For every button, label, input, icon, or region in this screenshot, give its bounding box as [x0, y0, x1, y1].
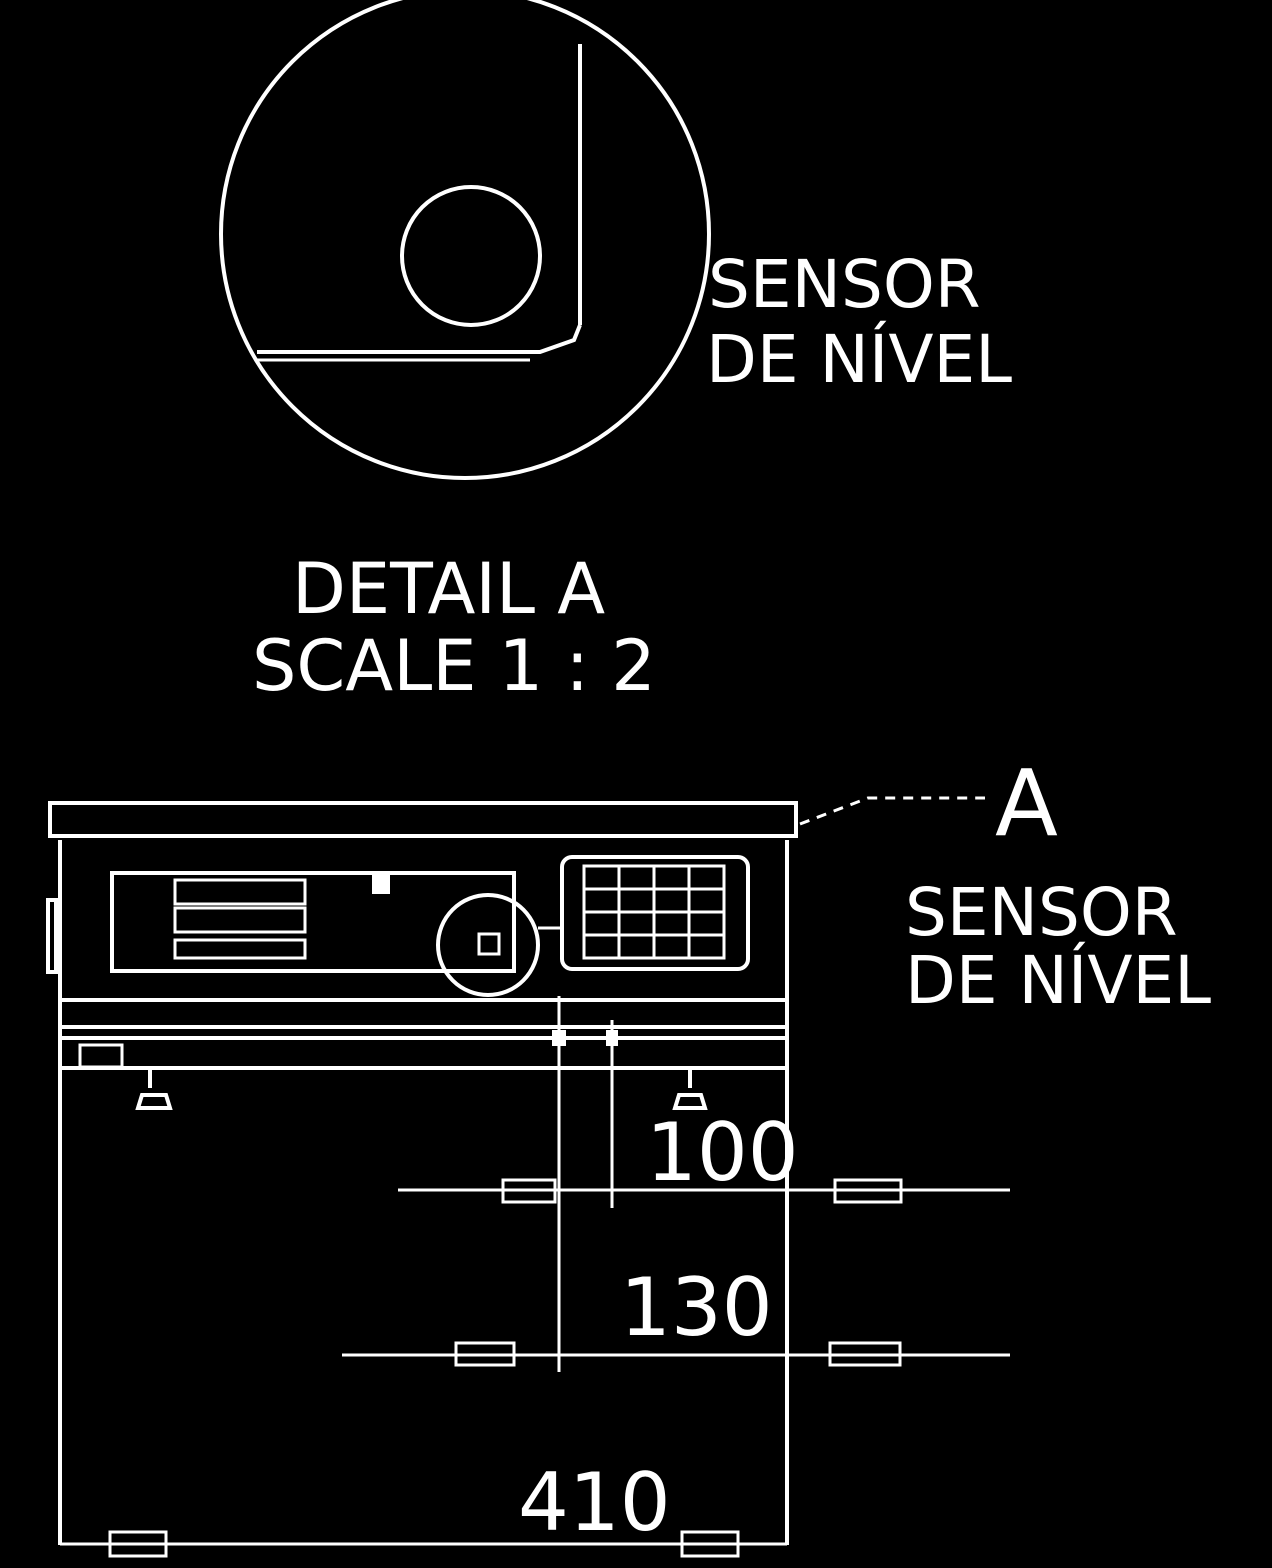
right-foot	[672, 1068, 708, 1110]
detail-a-leader	[799, 796, 985, 826]
left-small-bracket	[78, 1043, 124, 1069]
dim-100-arrow-right	[833, 1178, 903, 1204]
left-side-tab	[46, 898, 58, 974]
tank-corner-edge	[257, 324, 582, 354]
dim-410-arrow-left	[108, 1530, 168, 1558]
dim-130-arrow-right	[828, 1341, 902, 1367]
detail-sensor-label-line2: DE NÍVEL	[706, 320, 1012, 398]
control-panel-outline	[110, 871, 516, 973]
main-sensor-label-line2: DE NÍVEL	[905, 941, 1211, 1019]
top-lid	[48, 801, 798, 838]
level-sensor-circle	[400, 185, 542, 327]
panel-slot-3	[173, 938, 307, 960]
detail-a-view: SENSOR DE NÍVEL	[219, 0, 1012, 480]
left-foot	[135, 1068, 173, 1110]
dimension-410: 410	[60, 1456, 787, 1558]
keypad-outline	[560, 855, 750, 971]
detail-a-marker: A	[995, 750, 1058, 857]
main-view-sensor	[477, 932, 501, 956]
panel-indicator	[372, 874, 390, 894]
dimension-130: 130	[342, 1261, 1010, 1367]
detail-a-reference-circle	[436, 893, 540, 997]
dim-130-arrow-left	[454, 1341, 516, 1367]
dim-100-value: 100	[646, 1106, 799, 1199]
detail-boundary-circle	[219, 0, 711, 480]
detail-sensor-label-line1: SENSOR	[708, 246, 981, 323]
panel-slot-2	[173, 906, 307, 934]
dim-410-arrow-right	[680, 1530, 740, 1558]
dim-100-arrow-left	[501, 1178, 557, 1204]
main-sensor-label-line1: SENSOR	[905, 874, 1178, 951]
panel-slot-1	[173, 878, 307, 906]
main-view	[46, 801, 798, 1545]
keypad-grid	[582, 864, 726, 960]
detail-scale: SCALE 1 : 2	[252, 625, 656, 707]
dim-410-value: 410	[518, 1456, 671, 1549]
detail-title: DETAIL A	[292, 548, 605, 630]
dim-130-value: 130	[620, 1261, 773, 1354]
dimension-100: 100	[398, 1106, 1010, 1204]
